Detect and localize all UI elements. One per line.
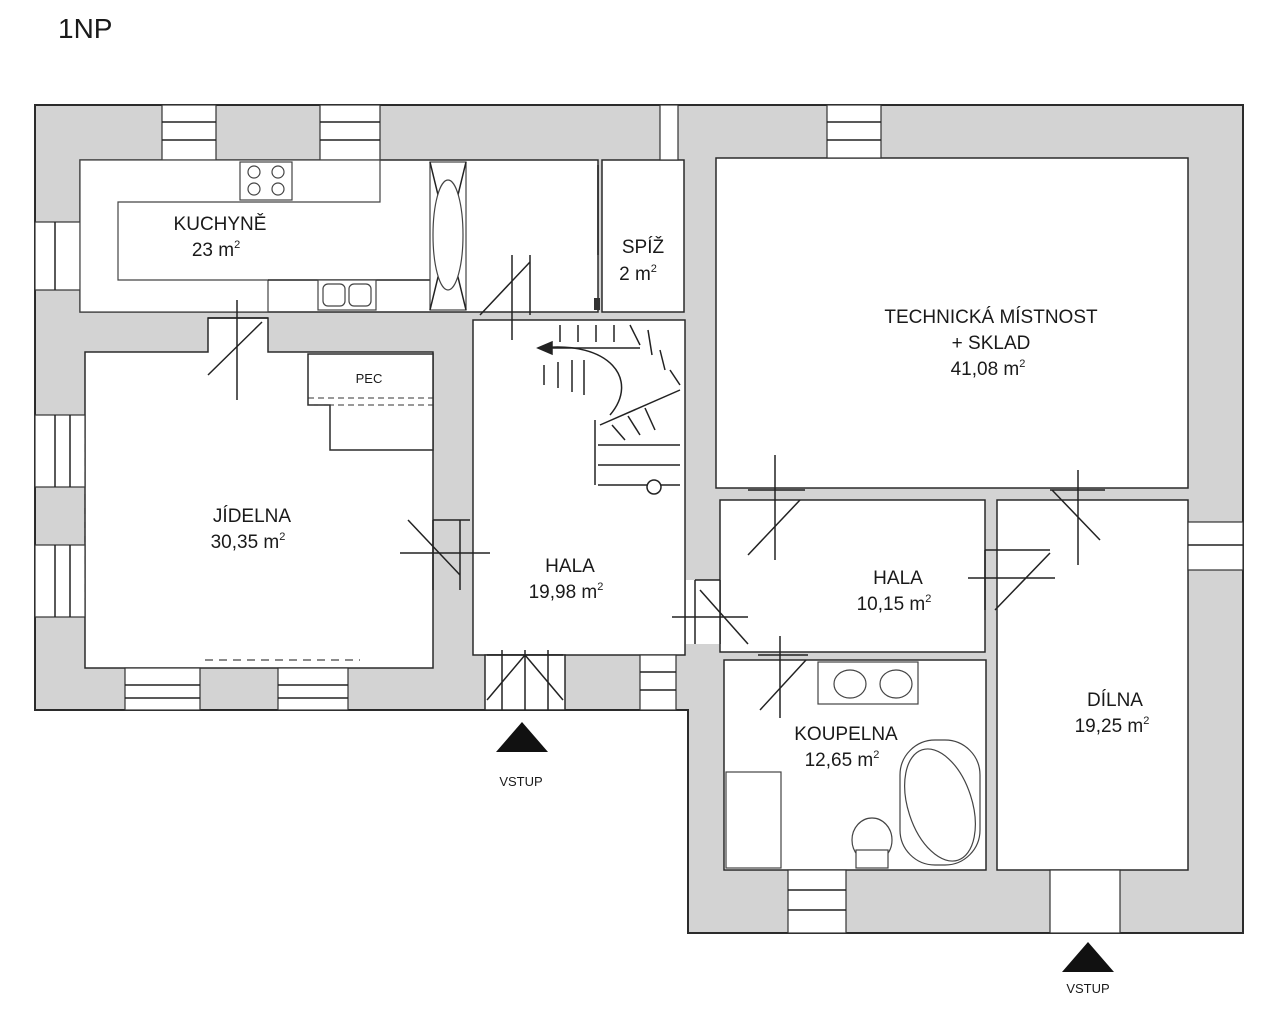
label-spiz-area: 2 m2 [619, 263, 657, 285]
label-kuchyne-area: 23 m2 [192, 239, 240, 261]
label-pec: PEC [356, 371, 383, 386]
label-technicka-area: 41,08 m2 [951, 358, 1026, 380]
label-koupelna-area: 12,65 m2 [805, 749, 880, 771]
entrance-label-main: VSTUP [499, 774, 542, 789]
room-dilna [996, 499, 1189, 871]
doors [207, 255, 1105, 718]
label-jidelna-name: JÍDELNA [213, 506, 291, 527]
label-jidelna-area: 30,35 m2 [211, 531, 286, 553]
label-technicka-name2: + SKLAD [952, 333, 1031, 354]
staircase [536, 324, 681, 495]
label-hala1-area: 19,98 m2 [529, 581, 604, 603]
entrance-label-side: VSTUP [1066, 981, 1109, 996]
label-kuchyne-name: KUCHYNĚ [174, 213, 267, 235]
bathroom-fixtures [725, 661, 981, 869]
hall-passage [686, 580, 720, 644]
label-spiz-name: SPÍŽ [622, 236, 665, 258]
label-dilna-area: 19,25 m2 [1075, 715, 1150, 737]
stove-pec [307, 353, 434, 451]
label-dilna-name: DÍLNA [1087, 690, 1143, 711]
label-hala2-area: 10,15 m2 [857, 593, 932, 615]
label-technicka-name1: TECHNICKÁ MÍSTNOST [884, 307, 1098, 328]
label-hala1-name: HALA [545, 556, 595, 577]
entrance-side: VSTUP [1062, 942, 1114, 996]
room-hala-2 [719, 499, 986, 653]
room-spiz [601, 159, 685, 313]
entrance-main: VSTUP [496, 722, 548, 789]
entrance-arrow-main [496, 722, 548, 752]
entrance-arrow-side [1062, 942, 1114, 972]
windows [34, 104, 1244, 934]
room-labels: KUCHYNĚ 23 m2 SPÍŽ 2 m2 TECHNICKÁ MÍSTNO… [174, 213, 1150, 771]
label-koupelna-name: KOUPELNA [794, 724, 898, 745]
dashed-lines [84, 430, 360, 661]
kitchen-fixtures [79, 159, 600, 313]
room-technicka [715, 157, 1189, 489]
floor-title: 1NP [58, 13, 112, 44]
label-hala2-name: HALA [873, 568, 923, 589]
